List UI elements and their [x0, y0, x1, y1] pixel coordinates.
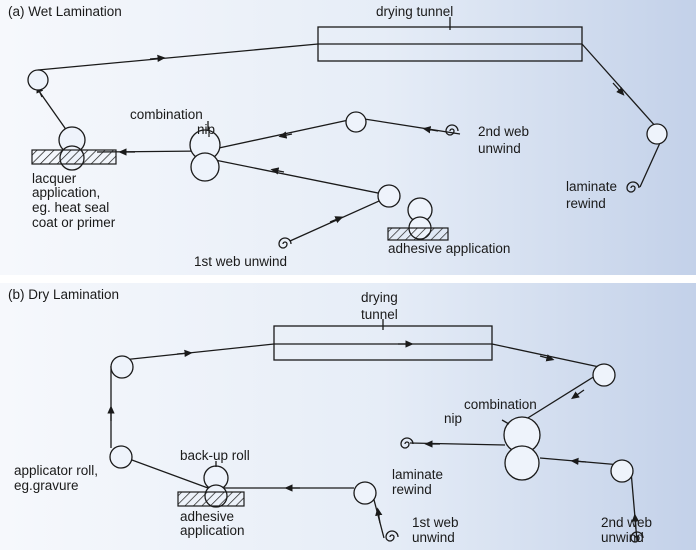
- nip-label-leader: [501, 419, 510, 425]
- combination-nip-label: combination nip: [130, 107, 215, 137]
- web-path-roll-to-tunnel: [121, 343, 275, 361]
- arrow-icon: [422, 126, 439, 134]
- lacquer-label-line-4: coat or primer: [32, 215, 116, 230]
- lacquer-application-label: lacquer application, eg. heat seal coat …: [32, 171, 116, 230]
- laminate-rewind-spiral-icon: [400, 437, 414, 449]
- dry-lamination-svg: (b) Dry Lamination drying tunnel combina…: [0, 283, 696, 550]
- 2nd-web-label-line-2: unwind: [478, 141, 521, 156]
- arrow-icon: [149, 54, 166, 63]
- 1st-web-unwind-spiral-icon: [278, 237, 292, 249]
- web-path-to-applicator: [120, 455, 209, 489]
- panel-a-title: (a) Wet Lamination: [8, 4, 122, 19]
- adhesive-tray: [387, 227, 449, 241]
- combination-label-line-2: nip: [444, 411, 462, 426]
- lacquer-label-line-3: eg. heat seal: [32, 200, 109, 215]
- laminate-label-line-2: rewind: [566, 196, 606, 211]
- 2nd-web-label: 2nd web unwind: [478, 124, 533, 156]
- web-path-roll-to-tunnel: [37, 43, 319, 71]
- adhesive-guide-roll: [377, 184, 401, 208]
- wet-lamination-svg: (a) Wet Lamination drying tunnel combina…: [0, 0, 696, 275]
- guide-roll: [592, 363, 616, 387]
- arrow-icon: [570, 457, 587, 466]
- laminate-label-line-2: rewind: [392, 482, 432, 497]
- 1st-web-unwind-label: 1st web unwind: [412, 515, 462, 545]
- web-path-nip-to-adhesive: [204, 157, 389, 196]
- arrow-icon: [329, 216, 344, 224]
- 1st-web-label-line-1: 1st web: [412, 515, 459, 530]
- laminate-label-line-1: laminate: [566, 179, 617, 194]
- rewind-guide-roll: [646, 123, 668, 145]
- 2nd-web-guide-roll: [610, 459, 634, 483]
- web-path-2nd-web: [630, 470, 638, 542]
- lacquer-tray: [31, 149, 117, 165]
- guide-roll: [345, 111, 367, 133]
- arrow-icon: [278, 131, 293, 139]
- arrow-icon: [612, 82, 625, 96]
- web-path-tunnel-to-rewind: [581, 43, 658, 129]
- drying-tunnel-label: drying tunnel: [376, 4, 453, 19]
- applicator-label-line-1: applicator roll,: [14, 463, 98, 478]
- combination-nip-roll-bottom: [504, 445, 540, 481]
- adhesive-application-label: adhesive application: [388, 241, 510, 256]
- 2nd-web-label-line-1: 2nd web: [478, 124, 529, 139]
- arrow-icon: [375, 507, 383, 524]
- back-up-roll-label: back-up roll: [180, 448, 250, 463]
- 1st-web-unwind-label: 1st web unwind: [194, 254, 287, 269]
- adhesive-label-line-1: adhesive: [180, 509, 234, 524]
- laminate-rewind-spiral-icon: [626, 181, 640, 193]
- panel-b-background: [0, 283, 696, 550]
- idler-roll-top: [110, 355, 134, 379]
- laminate-rewind-label: laminate rewind: [392, 467, 447, 497]
- laminate-rewind-label: laminate rewind: [566, 179, 621, 211]
- arrow-icon: [631, 513, 640, 530]
- drying-tunnel-label: drying tunnel: [361, 290, 402, 322]
- drying-label-line-2: tunnel: [361, 307, 398, 322]
- panel-b-title: (b) Dry Lamination: [8, 287, 119, 302]
- web-path-2nd-web-unwind: [357, 117, 461, 135]
- 2nd-web-unwind-label: 2nd web unwind: [601, 515, 656, 545]
- idler-roll: [27, 69, 49, 91]
- 2nd-web-unwind-spiral-icon: [630, 531, 644, 543]
- dry-lamination-panel: (b) Dry Lamination drying tunnel combina…: [0, 283, 696, 550]
- arrow-icon: [270, 167, 285, 175]
- adhesive-application-label: adhesive application: [180, 509, 245, 538]
- 2nd-web-unwind-spiral-icon: [445, 124, 459, 136]
- 2nd-web-label-line-1: 2nd web: [601, 515, 652, 530]
- lacquer-label-line-1: lacquer: [32, 171, 77, 186]
- wet-lamination-panel: (a) Wet Lamination drying tunnel combina…: [0, 0, 696, 275]
- applicator-roll-label: applicator roll, eg.gravure: [14, 463, 102, 493]
- combination-label-line-1: combination: [130, 107, 203, 122]
- 1st-web-guide-roll: [353, 481, 377, 505]
- combination-label-line-1: combination: [464, 397, 537, 412]
- combination-label-line-2: nip: [197, 122, 215, 137]
- 1st-web-label-line-2: unwind: [412, 530, 455, 545]
- arrow-icon: [539, 354, 555, 362]
- 2nd-web-label-line-2: unwind: [601, 530, 644, 545]
- 1st-web-unwind-spiral-icon: [385, 530, 399, 542]
- combination-nip-label: combination nip: [444, 397, 541, 426]
- panel-a-background: [0, 0, 696, 275]
- applicator-label-line-2: eg.gravure: [14, 478, 79, 493]
- idler-roll-bottom: [109, 445, 133, 469]
- drying-label-line-1: drying: [361, 290, 398, 305]
- lacquer-label-line-2: application,: [32, 185, 100, 200]
- adhesive-tray: [177, 491, 245, 507]
- laminate-label-line-1: laminate: [392, 467, 443, 482]
- arrow-icon: [571, 389, 585, 400]
- combination-nip-roll-bottom: [190, 152, 220, 182]
- arrow-icon: [176, 349, 193, 358]
- adhesive-label-line-2: application: [180, 523, 245, 538]
